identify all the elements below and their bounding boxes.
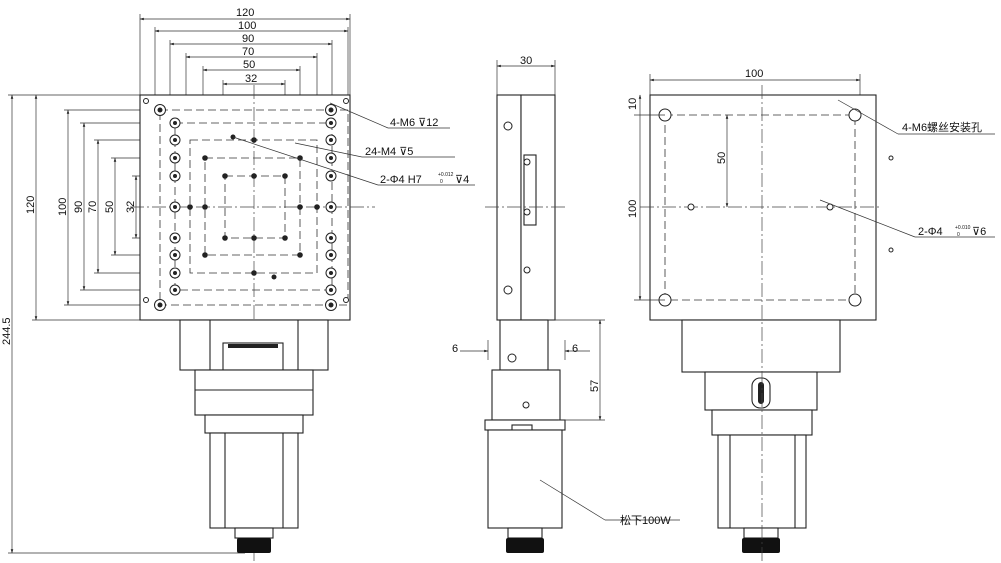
side-width-dim: 30 xyxy=(520,55,532,67)
plate-hole xyxy=(329,236,333,240)
plate-hole xyxy=(202,252,208,258)
plate-hole xyxy=(187,204,193,210)
plate-hole xyxy=(202,204,208,210)
side-view: 30 6 6 57 松下100W xyxy=(452,55,680,553)
dim-top-100: 100 xyxy=(238,20,256,32)
plate-hole xyxy=(173,271,177,275)
dim-top-120: 120 xyxy=(236,7,254,19)
front-callouts: 4-M6 ⊽12 24-M4 ⊽5 2-Φ4 H7 +0.012 0 ⊽4 xyxy=(232,102,475,186)
plate-hole xyxy=(251,173,257,179)
plate-hole xyxy=(329,253,333,257)
plate-hole xyxy=(173,156,177,160)
plate-hole xyxy=(173,288,177,292)
front-plate-holes xyxy=(143,98,349,311)
dim-top-90: 90 xyxy=(242,33,254,45)
plate-hole xyxy=(251,235,257,241)
callout-mount-holes: 4-M6 ⊽12 xyxy=(390,117,438,129)
plate-hole xyxy=(251,270,257,276)
top-adjust-knob xyxy=(742,538,780,553)
dim-top-50: 50 xyxy=(243,59,255,71)
side-height-dim: 57 xyxy=(589,380,601,392)
dim-total-height: 244.5 xyxy=(1,317,13,345)
callout-tapped-holes: 24-M4 ⊽5 xyxy=(365,146,413,158)
plate-hole xyxy=(271,274,277,280)
top-view: 100 100 10 50 4-M6螺丝安装孔 xyxy=(627,68,995,563)
plate-hole xyxy=(157,302,163,308)
callout-pin-holes: 2-Φ4 H7 xyxy=(380,174,422,186)
plate-hole xyxy=(157,107,163,113)
plate-hole xyxy=(143,297,149,303)
callout-pin-depth: ⊽4 xyxy=(455,174,469,186)
side-adjust-knob xyxy=(506,538,544,553)
plate-hole xyxy=(297,252,303,258)
plate-hole xyxy=(329,205,333,209)
dim-left-50: 50 xyxy=(104,201,116,213)
callout-pin-tolerance-low: 0 xyxy=(440,179,443,185)
dim-top-32: 32 xyxy=(245,73,257,85)
top-callout-pin: 2-Φ4 xyxy=(918,226,943,238)
top-edge-dim: 10 xyxy=(627,98,639,110)
plate-hole xyxy=(329,271,333,275)
plate-hole xyxy=(297,204,303,210)
plate-hole xyxy=(282,235,288,241)
plate-hole xyxy=(343,98,349,104)
top-width-dim: 100 xyxy=(745,68,763,80)
plate-hole xyxy=(173,138,177,142)
front-adjust-knob xyxy=(237,538,271,553)
side-right-dim: 6 xyxy=(572,343,578,355)
top-inner-dim: 50 xyxy=(716,152,728,164)
plate-hole xyxy=(329,121,333,125)
plate-hole xyxy=(173,253,177,257)
plate-hole xyxy=(328,302,334,308)
dim-left-120: 120 xyxy=(25,196,37,214)
top-callout-mount: 4-M6螺丝安装孔 xyxy=(902,120,982,134)
plate-hole xyxy=(282,173,288,179)
dim-left-100: 100 xyxy=(57,198,69,216)
plate-hole xyxy=(173,121,177,125)
motor-label: 松下100W xyxy=(620,513,671,527)
plate-hole xyxy=(173,174,177,178)
top-pin-depth: ⊽6 xyxy=(972,226,986,238)
plate-hole xyxy=(343,297,349,303)
plate-hole xyxy=(173,236,177,240)
plate-hole xyxy=(222,173,228,179)
dim-left-70: 70 xyxy=(87,201,99,213)
plate-hole xyxy=(329,156,333,160)
plate-hole xyxy=(251,137,257,143)
top-height-dim: 100 xyxy=(627,200,639,218)
plate-hole xyxy=(202,155,208,161)
plate-hole xyxy=(329,138,333,142)
plate-hole xyxy=(329,174,333,178)
top-pin-tolerance-low: 0 xyxy=(957,232,960,238)
plate-hole xyxy=(143,98,149,104)
plate-hole xyxy=(222,235,228,241)
plate-hole xyxy=(173,205,177,209)
front-view: 120 100 90 70 50 32 xyxy=(1,7,475,563)
top-pin-tolerance: +0.010 xyxy=(955,225,971,231)
front-base-assembly xyxy=(179,319,329,553)
dim-left-90: 90 xyxy=(73,201,85,213)
plate-hole xyxy=(329,288,333,292)
side-left-dim: 6 xyxy=(452,343,458,355)
plate-hole xyxy=(314,204,320,210)
dim-top-70: 70 xyxy=(242,46,254,58)
plate-hole xyxy=(328,107,334,113)
callout-pin-tolerance: +0.012 xyxy=(438,172,454,178)
